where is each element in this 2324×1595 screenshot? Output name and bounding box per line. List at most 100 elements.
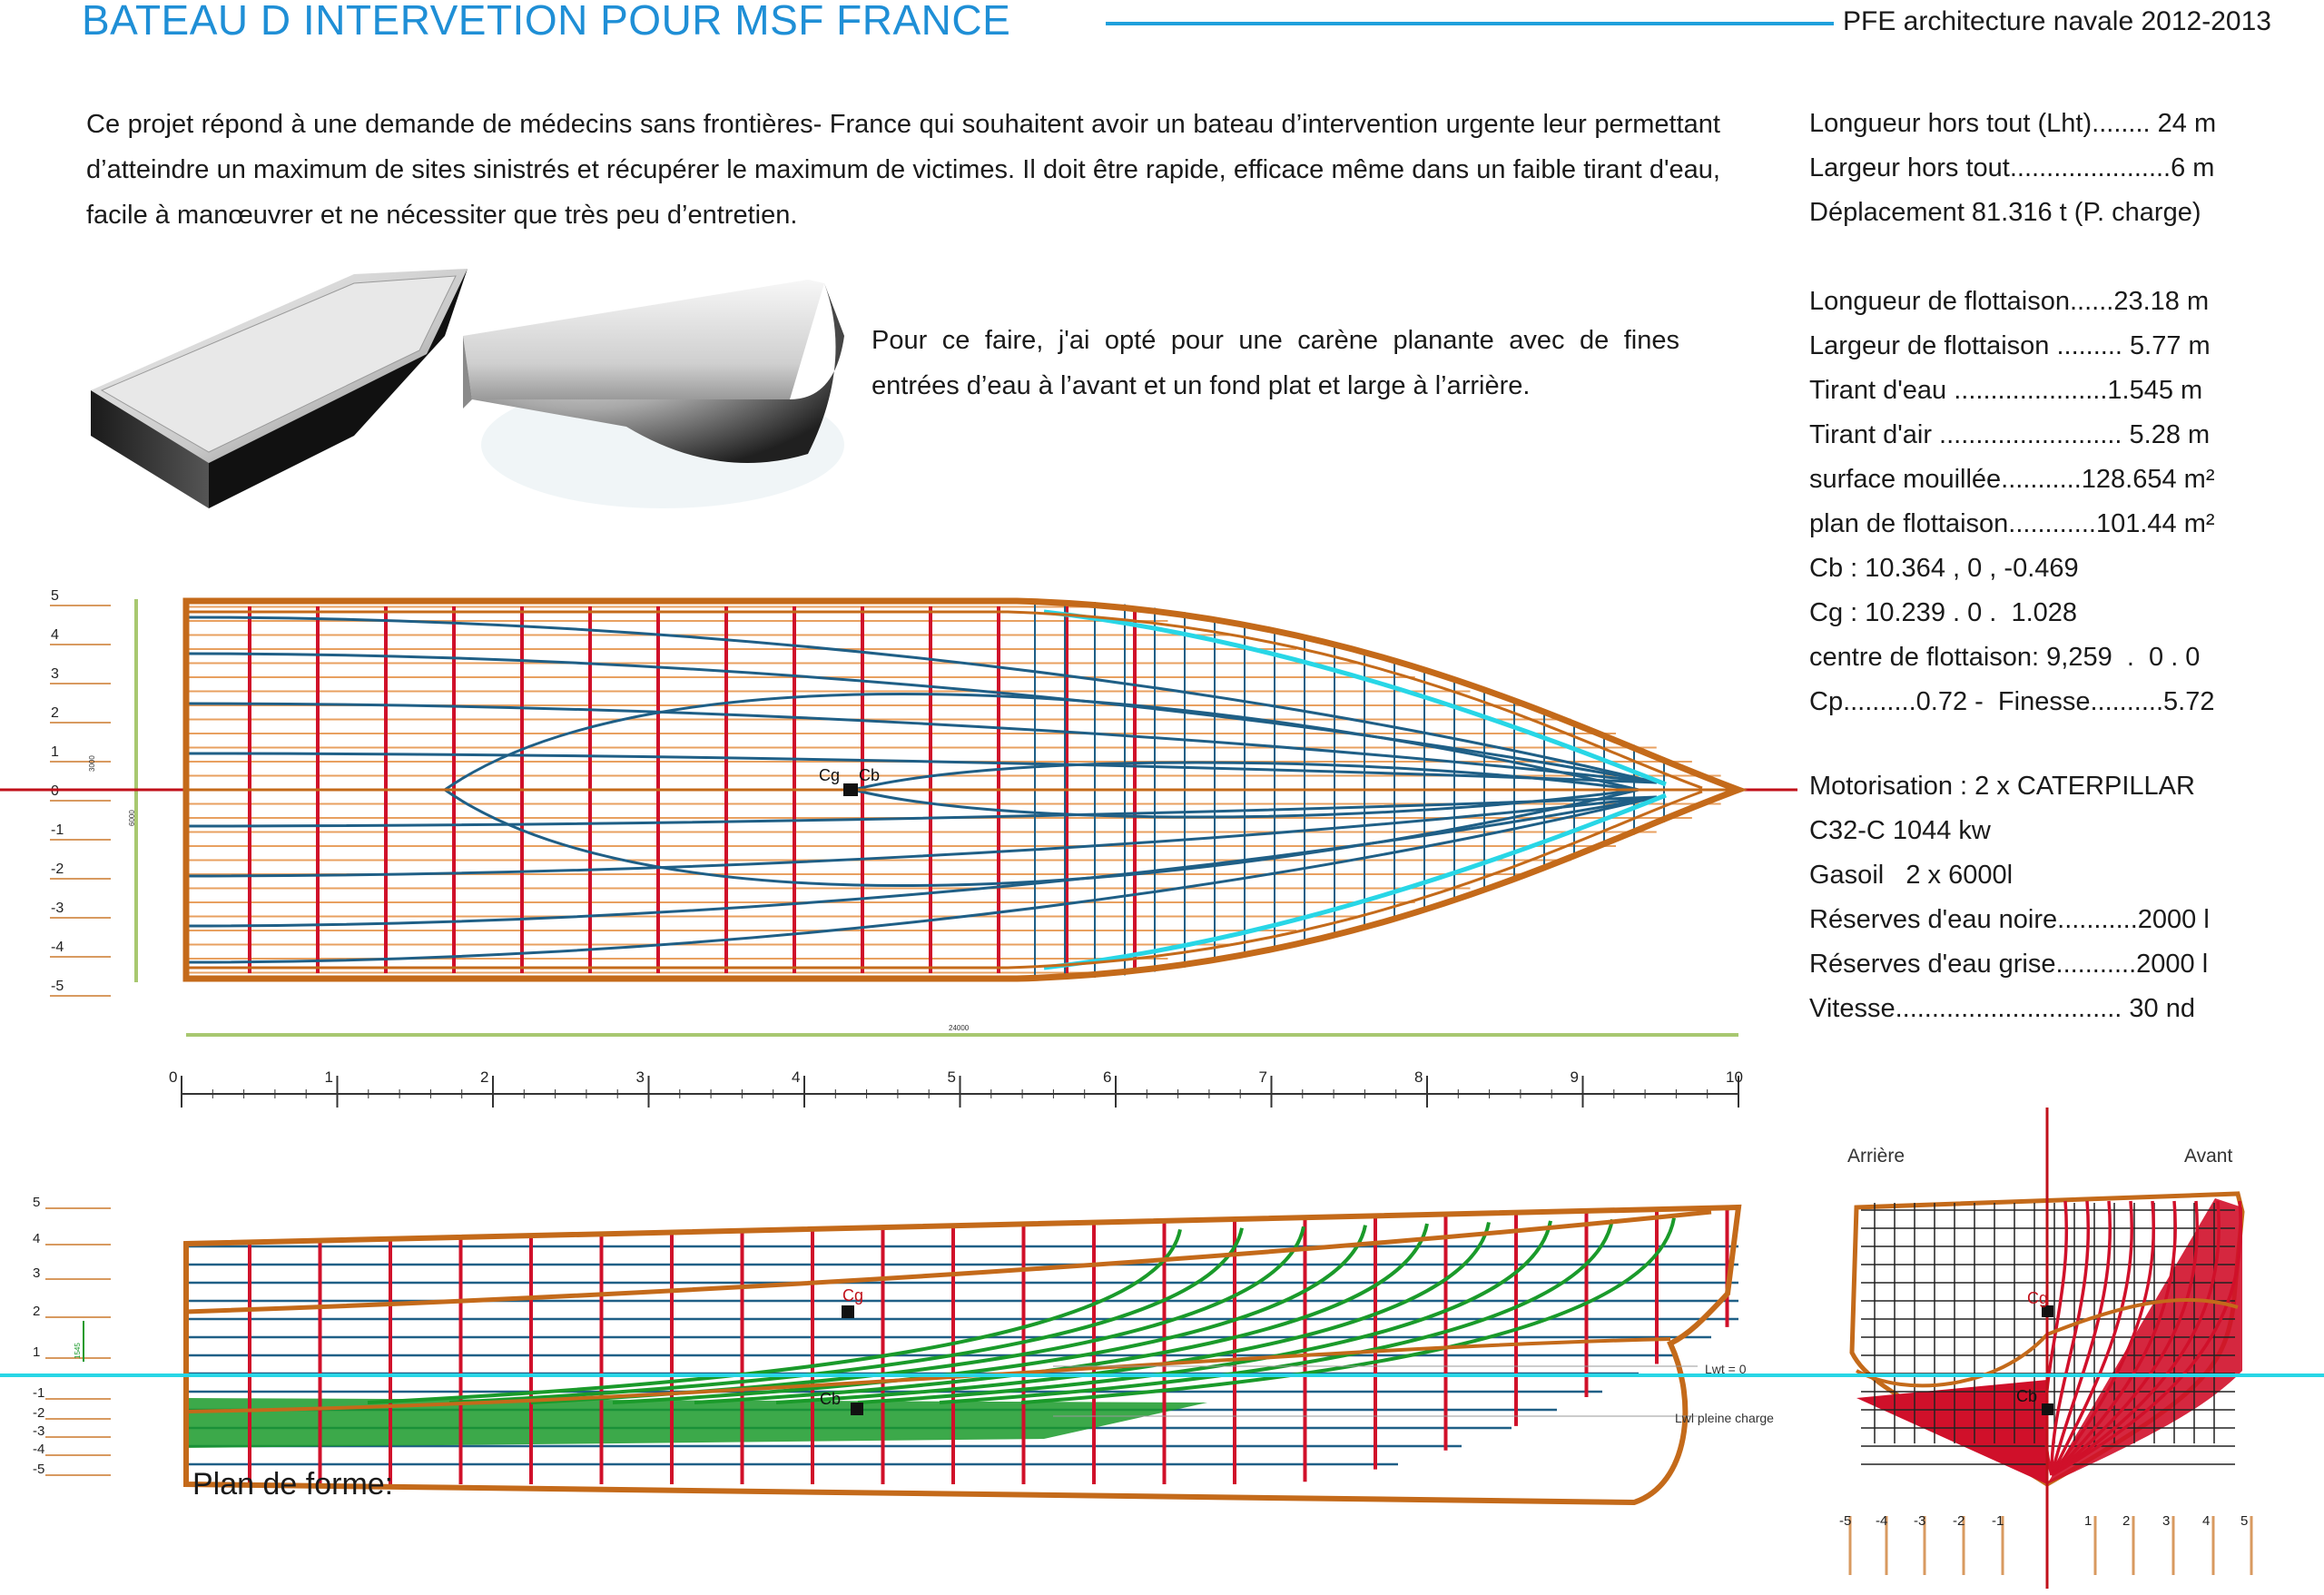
intro-paragraph: Ce projet répond à une demande de médeci… [86,110,1720,230]
diagonal-curve [852,788,1640,819]
buttock-curve [185,795,1658,878]
spec-line: Tirant d'eau .....................1.545 … [1809,376,2203,405]
bow-section-green [939,1218,1614,1404]
buttock-curve [185,795,1658,828]
scale-label: 4 [2202,1513,2210,1529]
cb-label: Cb [859,766,880,784]
bow-section-green [1020,1217,1676,1404]
scale-label: 3 [33,1265,40,1281]
page-subtitle: PFE architecture navale 2012-2013 [1843,6,2271,36]
station-tick-label: 1 [325,1068,333,1086]
hull-3d-renders [91,269,844,508]
avant-label: Avant [2184,1146,2232,1167]
buttock-curve [185,652,1658,784]
scale-label: -4 [1876,1513,1887,1529]
hull-render-top [91,269,468,508]
station-tick-label: 8 [1414,1068,1423,1086]
buttock-curve [185,795,1658,964]
chine-line [1043,793,1667,970]
buttock-curve [185,795,1658,928]
station-tick-label: 10 [1726,1068,1743,1086]
buttock-curve [185,615,1658,784]
scale-label: -3 [51,901,64,916]
spec-line: Gasoil 2 x 6000l [1809,861,2014,890]
body-section [2050,1200,2155,1477]
body-section [2051,1200,2221,1477]
title-rule [1106,22,1834,25]
spec-line: Motorisation : 2 x CATERPILLAR [1809,772,2195,801]
station-tick-label: 9 [1571,1068,1579,1086]
scale-label: 5 [51,588,59,604]
station-tick-label: 7 [1259,1068,1267,1086]
scale-label: -2 [51,861,64,877]
half-breadth-drawing [182,597,1748,982]
half-breadth-scale: 543210-1-2-3-4-5 [50,588,111,997]
spec-line: Cb : 10.364 , 0 , -0.469 [1809,554,2079,583]
profile-cb-label: Cb [820,1390,841,1408]
buttock-curve [185,702,1658,784]
scale-label: 5 [33,1195,40,1210]
station-tick-label: 6 [1103,1068,1111,1086]
half-breadth-plan: 543210-1-2-3-4-5 6000 3000 Cg Cb 24000 0… [0,588,1797,1108]
bow-section-green [367,1228,1182,1404]
length-dimension-label: 24000 [949,1024,970,1032]
cg-label: Cg [819,766,840,784]
scale-label: -1 [51,822,64,838]
waterline-cyan [0,1373,2324,1377]
spec-line: Largeur hors tout......................6… [1809,153,2215,182]
chine-line [185,1209,1712,1314]
diagonal-curve [852,761,1640,792]
scale-label: -4 [51,940,64,955]
tick-dimension-label: 3000 [88,755,96,772]
scale-label: -4 [33,1442,44,1457]
body-section [2050,1200,2199,1477]
scale-label: 4 [33,1231,40,1246]
chine-line [1043,609,1667,787]
profile-cg-label: Cg [842,1286,863,1305]
arriere-label: Arrière [1847,1146,1905,1167]
body-cb-label: Cb [2016,1387,2037,1405]
scale-label: -3 [1914,1513,1925,1529]
body-section [2050,1200,2112,1476]
spec-line: Vitesse............................... 3… [1809,994,2195,1023]
profile-drawing [183,1204,1742,1506]
bow-section-green [775,1222,1491,1404]
station-tick-label: 0 [169,1068,177,1086]
plan-caption: Plan de forme: [192,1467,394,1501]
spec-line: surface mouillée...........128.654 m² [1809,465,2215,494]
spec-line: Réserves d'eau grise...........2000 l [1809,950,2209,979]
scale-label: 2 [51,705,59,721]
scale-label: 1 [2084,1513,2092,1529]
scale-label: 2 [33,1304,40,1319]
scale-label: 1 [51,744,59,760]
spec-line: Déplacement 81.316 t (P. charge) [1809,198,2201,227]
spec-line: Largeur de flottaison ......... 5.77 m [1809,331,2211,360]
diagonal-curve [444,693,1640,792]
scale-label: 3 [2162,1513,2170,1529]
body-section [2050,1200,2177,1477]
station-tick-label: 3 [636,1068,645,1086]
width-dimension-label: 6000 [128,810,136,826]
body-section [2051,1200,2242,1477]
bow-section-green [612,1225,1367,1404]
body-cg-label: Cg [2027,1289,2048,1307]
spec-line: Longueur hors tout (Lht)........ 24 m [1809,109,2217,138]
spec-line: Tirant d'air ......................... 5… [1809,420,2211,449]
spec-line: Réserves d'eau noire...........2000 l [1809,905,2210,934]
profile-cg-marker: Cg [842,1286,863,1318]
scale-label: -3 [33,1423,44,1439]
hull-render-bottom [463,280,844,508]
spec-line: Cp..........0.72 - Finesse..........5.72 [1809,687,2215,716]
scale-label: 3 [51,666,59,682]
scale-label: -1 [33,1385,44,1401]
body-section [2050,1200,2133,1476]
spec-line: Longueur de flottaison......23.18 m [1809,287,2210,316]
height-dimension-label: 1545 [74,1343,82,1359]
scale-label: -2 [33,1405,44,1421]
spec-line: centre de flottaison: 9,259 . 0 . 0 [1809,643,2201,672]
spec-line: plan de flottaison............101.44 m² [1809,509,2215,538]
station-tick-label: 4 [792,1068,800,1086]
